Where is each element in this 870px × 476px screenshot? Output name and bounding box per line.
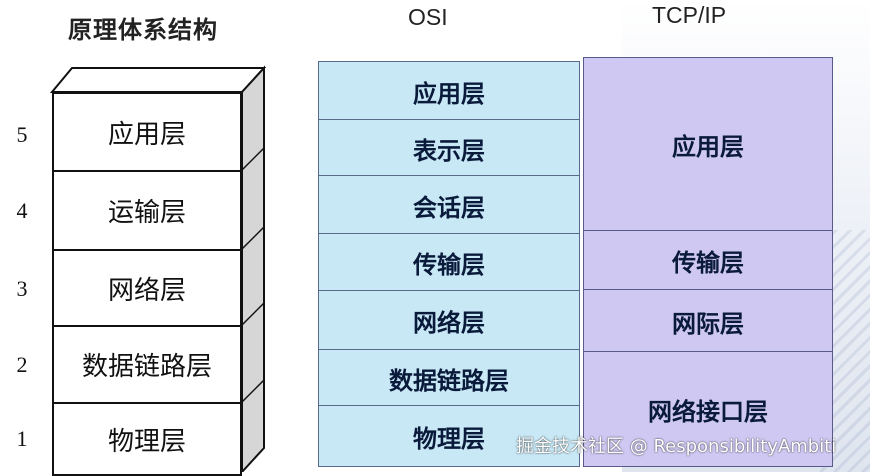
principle-layer-label: 应用层: [107, 119, 186, 150]
layer-number: 3: [16, 276, 28, 301]
tcpip-layer-label: 应用层: [672, 133, 744, 161]
osi-layer-label: 网络层: [413, 309, 485, 337]
osi-layer-session: 会话层: [318, 175, 580, 235]
osi-layer-label: 物理层: [413, 424, 485, 453]
osi-layer-label: 数据链路层: [389, 366, 509, 395]
osi-layer-label: 表示层: [413, 136, 485, 165]
principle-layer-label: 运输层: [107, 198, 186, 228]
osi-layer-transport: 传输层: [318, 233, 580, 292]
principle-layer-5: 应用层: [52, 92, 242, 172]
osi-layer-presentation: 表示层: [318, 119, 580, 177]
tcpip-layer-internet: 网际层: [583, 289, 833, 353]
principle-layer-label: 网络层: [107, 275, 186, 306]
layer-number: 2: [16, 352, 28, 377]
osi-layer-application: 应用层: [318, 61, 580, 121]
layer-number: 1: [16, 426, 28, 451]
tcpip-layer-transport: 传输层: [583, 230, 833, 291]
tcpip-layer-label: 网际层: [672, 309, 744, 338]
osi-layer-label: 会话层: [413, 193, 485, 222]
principle-stack-3d-faces: [49, 65, 267, 472]
principle-layer-3: 网络层: [52, 249, 242, 327]
tcpip-layer-label: 网络接口层: [648, 397, 768, 426]
osi-layer-label: 应用层: [413, 79, 485, 108]
principle-layer-1: 物理层: [52, 402, 242, 476]
principle-layer-4: 运输层: [52, 170, 242, 251]
osi-layer-physical: 物理层: [318, 405, 580, 467]
stack-side-face: [241, 65, 265, 472]
stack-side-divider: [241, 379, 265, 403]
principle-layer-2: 数据链路层: [52, 325, 242, 404]
tcpip-title: TCP/IP: [652, 2, 727, 28]
tcpip-layer-network-interface: 网络接口层: [583, 351, 833, 467]
stack-side-divider: [241, 302, 265, 326]
watermark: 掘金技术社区 @ ResponsibilityAmbiti: [516, 436, 837, 457]
osi-layer-network: 网络层: [318, 290, 580, 351]
principle-architecture-title: 原理体系结构: [68, 15, 218, 44]
osi-layer-data-link: 数据链路层: [318, 349, 580, 407]
tcpip-layer-label: 传输层: [672, 249, 744, 277]
layer-number: 5: [16, 122, 28, 147]
stack-side-divider: [241, 226, 265, 250]
tcpip-layer-application: 应用层: [583, 57, 833, 232]
principle-layer-label: 物理层: [107, 426, 186, 457]
layer-number: 4: [16, 198, 28, 223]
osi-title: OSI: [408, 4, 448, 30]
principle-layer-label: 数据链路层: [81, 352, 212, 382]
osi-layer-label: 传输层: [413, 251, 485, 279]
stack-top-face: [49, 67, 267, 93]
stack-side-divider: [241, 147, 265, 171]
